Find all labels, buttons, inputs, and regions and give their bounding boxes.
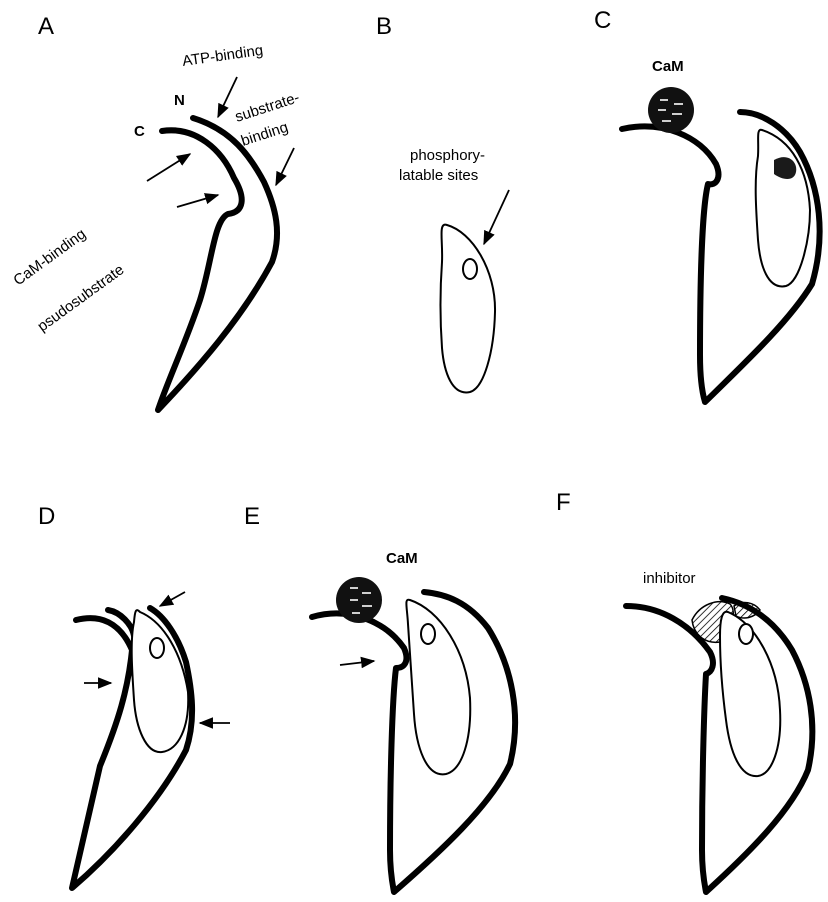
pseudosubstrate-arrow (177, 195, 218, 207)
panel-e-letter: E (244, 503, 260, 530)
panel-b-letter: B (376, 13, 392, 40)
panel-d-letter: D (38, 503, 55, 530)
calmodulin-e (336, 577, 382, 623)
phosphorylatable-site-d (150, 638, 164, 658)
inhibitor-label: inhibitor (643, 570, 696, 587)
panel-d: D (38, 503, 230, 888)
panel-f: F inhibitor (556, 489, 812, 892)
atp-binding-label: ATP-binding (181, 42, 264, 70)
calmodulin-c (648, 87, 694, 133)
panel-c-letter: C (594, 7, 611, 34)
substrate-binding-arrow (276, 148, 294, 185)
phosphorylatable-site-f (739, 624, 753, 644)
phosphorylatable-sites-arrow (484, 190, 509, 244)
c-terminus-label: C (134, 123, 145, 140)
phosphorylatable-site-e (421, 624, 435, 644)
substrate-domain-b (441, 225, 496, 393)
inhibitor-shape-right (734, 603, 760, 618)
cam-label-e: CaM (386, 550, 418, 567)
cam-binding-arrow (147, 154, 190, 181)
arrow-d-top (160, 592, 185, 606)
cam-label-c: CaM (652, 58, 684, 75)
psudosubstrate-label: psudosubstrate (34, 261, 127, 335)
phosphorylatable-site (463, 259, 477, 279)
kinase-outline-a (158, 118, 277, 410)
substrate-binding-label-line2: binding (239, 119, 290, 150)
panel-a: A ATP-binding substrate- binding C N CaM… (10, 13, 301, 410)
panel-c: C CaM (594, 7, 820, 402)
phosphorylatable-sites-label-line1: phosphory- (410, 147, 485, 164)
phosphorylatable-sites-label-line2: latable sites (399, 167, 478, 184)
panel-e: E CaM (244, 503, 515, 892)
substrate-binding-label-line1: substrate- (233, 89, 302, 126)
arrow-e (340, 661, 374, 665)
cam-binding-label: CaM-binding (10, 225, 89, 289)
panel-b: B phosphory- latable sites (376, 13, 509, 392)
n-terminus-label: N (174, 92, 185, 109)
panel-f-letter: F (556, 489, 571, 516)
panel-a-letter: A (38, 13, 54, 40)
substrate-domain-d (132, 610, 189, 752)
substrate-domain-e (406, 600, 470, 775)
